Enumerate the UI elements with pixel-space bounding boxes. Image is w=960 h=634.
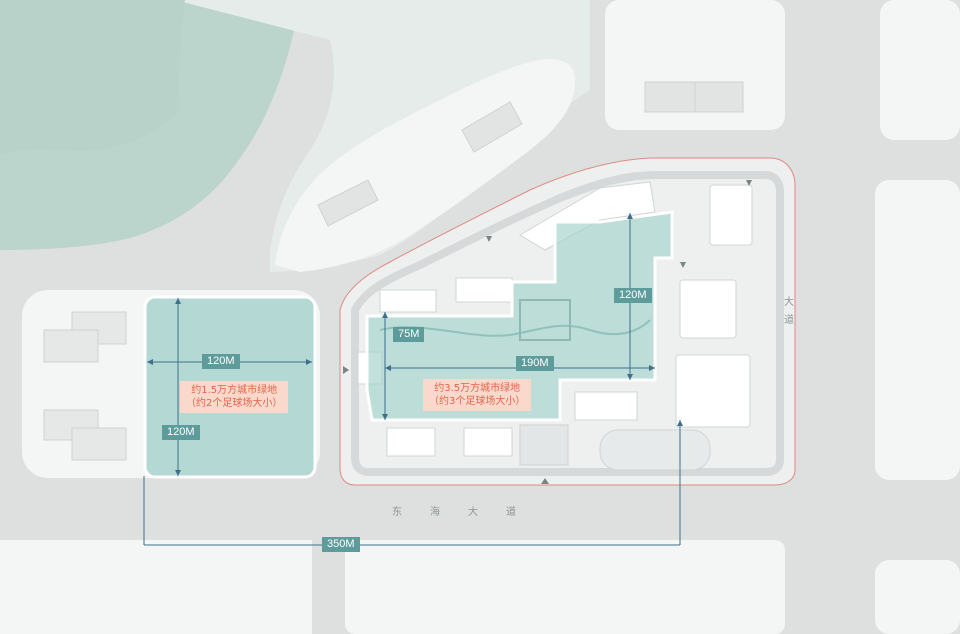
road-name-south-4: 道: [506, 507, 516, 518]
block-east-mid: [875, 180, 960, 480]
tower-east-b: [679, 279, 737, 339]
building-north-c: [317, 179, 379, 227]
dimension-label-west-width: 120M: [202, 354, 240, 369]
road-name-east-1: 大: [784, 297, 794, 308]
block-south-mid: [345, 540, 785, 634]
east-area-note-line2: （约3个足球场大小）: [429, 396, 526, 407]
road-name-east-2: 道: [784, 315, 794, 326]
dimension-label-west-height: 120M: [162, 425, 200, 440]
landscape-court: [519, 299, 571, 341]
site-internal-road: [351, 171, 784, 476]
building-east-h: [455, 277, 513, 303]
tower-east-a: [709, 184, 753, 246]
dimension-label-span: 350M: [322, 537, 360, 552]
block-east-top: [880, 0, 960, 140]
east-area-note: 约3.5万方城市绿地 （约3个足球场大小）: [423, 379, 532, 411]
road-name-south-1: 东: [392, 507, 402, 518]
building-west-c: [43, 409, 99, 441]
building-north-a: [644, 81, 696, 113]
block-south-west: [0, 540, 312, 634]
building-north-d: [461, 101, 523, 153]
entrance-markers: [343, 180, 752, 484]
road-name-south-3: 大: [468, 507, 478, 518]
west-area-note-line2: （约2个足球场大小）: [186, 398, 283, 409]
west-area-note-line1: 约1.5万方城市绿地: [191, 385, 278, 396]
building-west-b: [43, 329, 99, 363]
road-name-south-2: 海: [430, 507, 440, 518]
dimension-arrows: [147, 213, 683, 476]
west-area-note: 约1.5万方城市绿地 （约2个足球场大小）: [180, 381, 289, 413]
building-west-d: [71, 427, 127, 461]
landscape-path: [379, 319, 651, 337]
entrance-plaza: [599, 429, 711, 471]
building-east-d: [574, 391, 638, 421]
building-east-f: [463, 427, 513, 457]
building-east-e: [386, 427, 436, 457]
dimension-label-east-width-b: 190M: [516, 356, 554, 371]
plaza: [519, 424, 569, 466]
dimension-label-east-width-a: 75M: [393, 327, 425, 342]
block-east-bottom: [875, 560, 960, 634]
building-north-b: [694, 81, 744, 113]
tower-east-c: [675, 354, 751, 428]
east-area-note-line1: 约3.5万方城市绿地: [434, 383, 521, 394]
building-east-g: [379, 289, 437, 313]
park-lake: [0, 0, 185, 155]
dimension-label-east-height: 120M: [614, 288, 652, 303]
